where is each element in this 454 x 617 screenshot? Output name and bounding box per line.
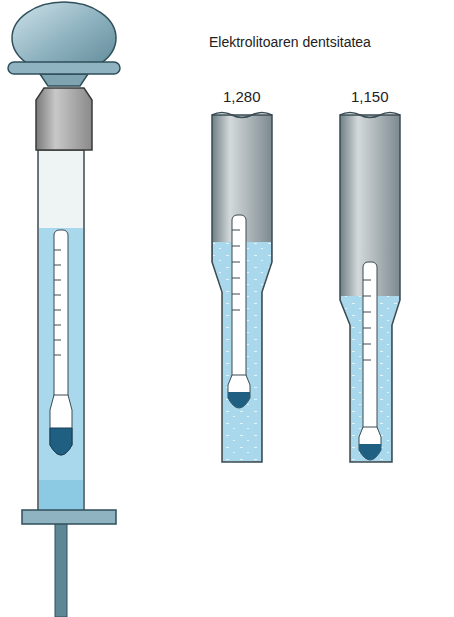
density-value: 1,150 [351,88,389,105]
diagram-title: Elektrolitoaren dentsitatea [209,34,371,50]
density-value: 1,280 [223,88,261,105]
